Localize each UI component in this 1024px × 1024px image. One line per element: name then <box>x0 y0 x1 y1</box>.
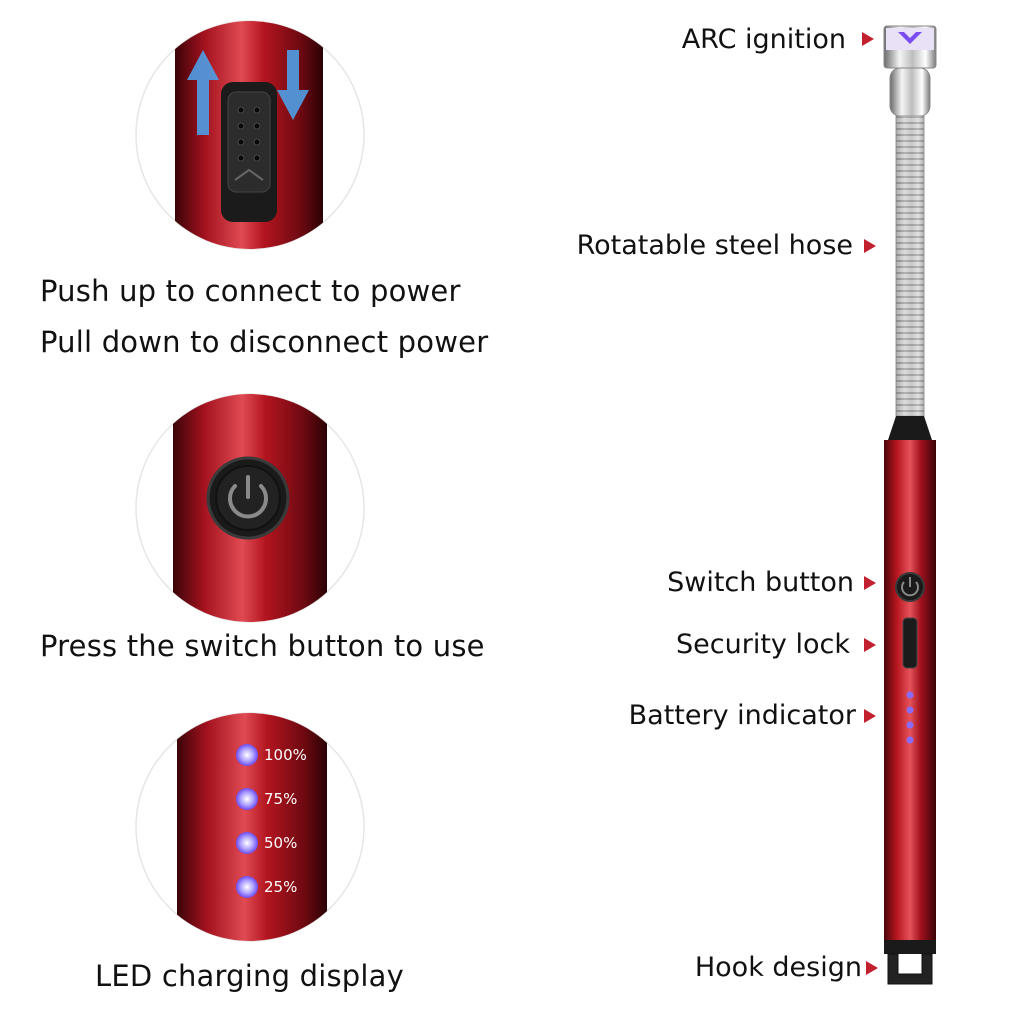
led-level-25: 25% <box>264 878 297 896</box>
led-dot-100 <box>236 744 258 766</box>
label-switch-button: Switch button <box>667 567 854 598</box>
arc-spark-icon <box>898 32 922 44</box>
lighter-image <box>883 25 937 985</box>
label-hook-design: Hook design <box>694 952 862 983</box>
label-arc-ignition: ARC ignition <box>681 24 846 55</box>
label-battery-indicator: Battery indicator <box>628 700 856 731</box>
led-dot-50 <box>236 832 258 854</box>
led-dot-75 <box>236 788 258 810</box>
led-level-100: 100% <box>264 746 307 764</box>
pointer-arrow-icon <box>862 32 874 46</box>
label-security-lock: Security lock <box>676 629 850 660</box>
pull-down-arrow-icon <box>277 50 309 120</box>
label-rotatable-hose: Rotatable steel hose <box>576 230 853 261</box>
led-level-50: 50% <box>264 834 297 852</box>
pointer-arrow-icon <box>864 239 876 253</box>
slider-closeup-image <box>135 20 365 250</box>
led-dot-25 <box>236 876 258 898</box>
battery-caption: LED charging display <box>95 959 404 993</box>
pointer-arrow-icon <box>866 961 878 975</box>
slider-caption-line-2: Pull down to disconnect power <box>40 325 489 359</box>
pointer-arrow-icon <box>864 576 876 590</box>
push-up-arrow-icon <box>187 50 219 135</box>
slider-caption-line-1: Push up to connect to power <box>40 274 461 308</box>
power-icon <box>228 475 268 519</box>
led-closeup-image: 100% 75% 50% 25% <box>135 712 365 942</box>
switch-closeup-image <box>135 393 365 623</box>
pointer-arrow-icon <box>864 709 876 723</box>
pointer-arrow-icon <box>864 638 876 652</box>
switch-caption: Press the switch button to use <box>40 629 485 663</box>
led-level-75: 75% <box>264 790 297 808</box>
